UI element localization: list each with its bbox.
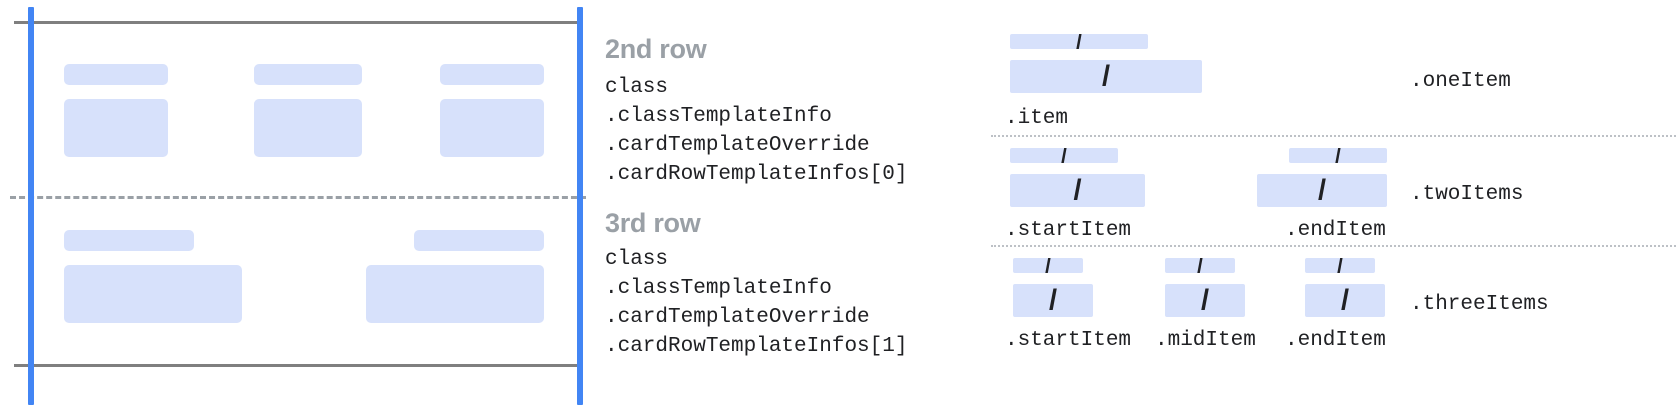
annotation-line: .classTemplateInfo (605, 277, 832, 300)
item-caption: .midItem (1155, 329, 1256, 352)
guide-right-edge (577, 7, 583, 405)
annotation-line: class (605, 248, 669, 271)
annotation-heading: 3rd row (605, 208, 701, 238)
placeholder-body-chip: / (1010, 60, 1202, 93)
slash-glyph: / (1073, 174, 1082, 206)
item-caption: .endItem (1285, 329, 1386, 352)
placeholder-body-chip: / (1013, 284, 1093, 317)
placeholder-title-chip: / (1013, 258, 1083, 273)
variant-group-label: .oneItem (1410, 70, 1511, 93)
placeholder-title (254, 64, 362, 85)
variant-group-label: .threeItems (1410, 293, 1549, 316)
item-caption: .startItem (1005, 329, 1132, 352)
slash-glyph: / (1337, 258, 1343, 273)
placeholder-title-chip: / (1010, 34, 1148, 49)
variant-divider-dotted (991, 245, 1676, 247)
slash-glyph: / (1197, 258, 1203, 273)
slash-glyph: / (1335, 148, 1341, 163)
slash-glyph: / (1061, 148, 1067, 163)
annotation-line: .cardRowTemplateInfos[0] (605, 163, 908, 186)
variant-group-label: .twoItems (1410, 183, 1524, 206)
slash-glyph: / (1045, 258, 1051, 273)
annotation-line: .classTemplateInfo (605, 105, 832, 128)
placeholder-title (64, 64, 168, 85)
annotation-line: .cardRowTemplateInfos[1] (605, 335, 908, 358)
slash-glyph: / (1076, 34, 1082, 49)
placeholder-body-chip: / (1305, 284, 1385, 317)
slash-glyph: / (1317, 174, 1327, 206)
placeholder-title-chip: / (1010, 148, 1118, 163)
placeholder-body (366, 265, 544, 323)
card-bottom-rule (14, 364, 580, 367)
item-caption: .endItem (1285, 219, 1386, 242)
item-variants-panel: / / .item .oneItem / / .startItem (985, 0, 1676, 412)
placeholder-title-chip: / (1289, 148, 1387, 163)
card-template-diagram (0, 0, 595, 412)
placeholder-title-chip: / (1165, 258, 1235, 273)
annotation-column: 2nd row class .classTemplateInfo .cardTe… (600, 0, 980, 412)
placeholder-body (64, 265, 242, 323)
placeholder-body (440, 99, 544, 157)
placeholder-body (254, 99, 362, 157)
placeholder-body-chip: / (1010, 174, 1145, 207)
slash-glyph: / (1340, 284, 1350, 316)
placeholder-body-chip: / (1257, 174, 1387, 207)
item-caption: .startItem (1005, 219, 1132, 242)
card-top-rule (14, 21, 580, 24)
slash-glyph: / (1200, 284, 1210, 316)
slash-glyph: / (1101, 60, 1111, 92)
placeholder-title (440, 64, 544, 85)
placeholder-title (414, 230, 544, 251)
row-divider-dashed (10, 196, 586, 199)
placeholder-body-chip: / (1165, 284, 1245, 317)
variant-divider-dotted (991, 135, 1676, 137)
placeholder-title (64, 230, 194, 251)
annotation-line: .cardTemplateOverride (605, 306, 870, 329)
annotation-line: .cardTemplateOverride (605, 134, 870, 157)
placeholder-body (64, 99, 168, 157)
item-caption: .item (1005, 107, 1069, 130)
annotation-line: class (605, 76, 669, 99)
guide-left-edge (28, 7, 34, 405)
slash-glyph: / (1048, 284, 1058, 316)
annotation-heading: 2nd row (605, 34, 707, 64)
placeholder-title-chip: / (1305, 258, 1375, 273)
